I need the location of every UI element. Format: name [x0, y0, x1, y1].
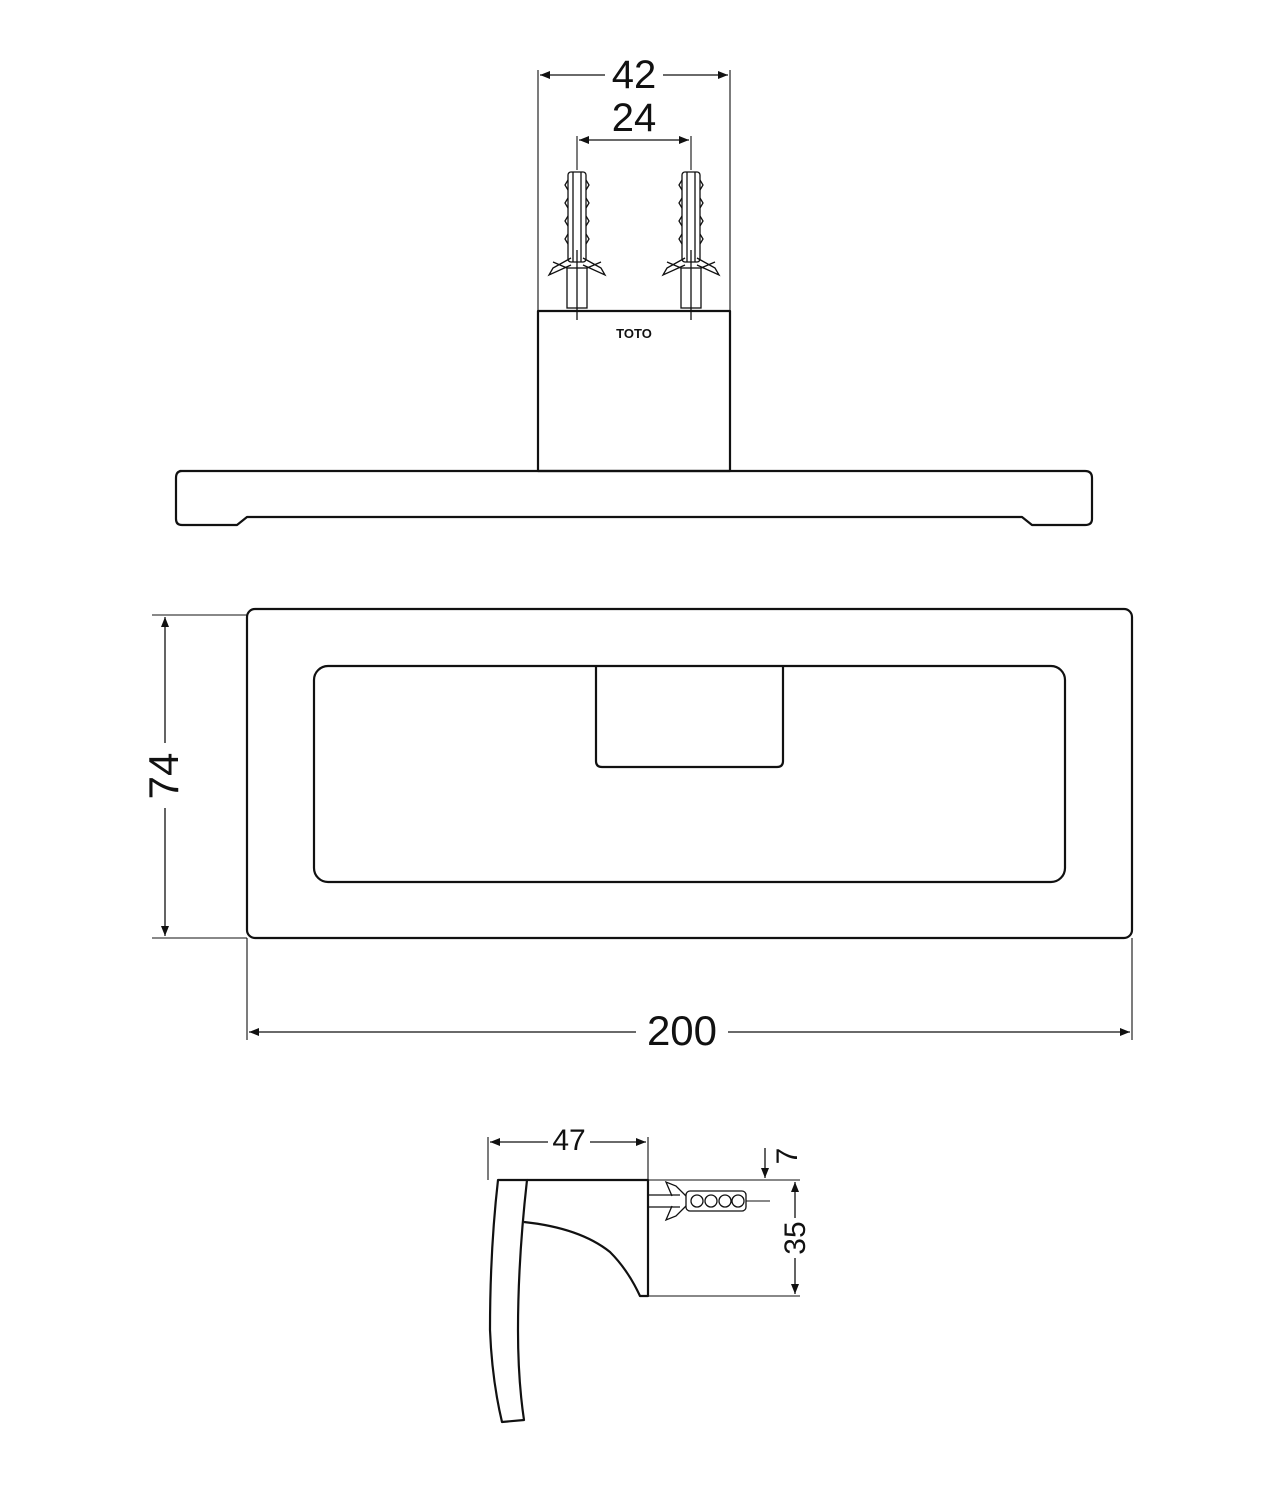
- dim-label-42: 42: [612, 53, 657, 97]
- dim-label-47: 47: [552, 1124, 585, 1157]
- wall-anchor-right: [661, 171, 721, 320]
- ring-bar-top: [174, 469, 1094, 527]
- side-view: 47 7 35: [487, 1124, 812, 1424]
- wall-anchor-side: [648, 1180, 747, 1222]
- mount-bracket-front: [594, 666, 785, 769]
- ring-bar-side: [488, 1178, 529, 1424]
- wall-anchor-left: [547, 171, 607, 320]
- dim-label-24: 24: [612, 96, 657, 140]
- dim-label-7: 7: [771, 1148, 804, 1165]
- dim-label-35: 35: [779, 1221, 812, 1254]
- front-view: 74 200: [140, 607, 1134, 1054]
- brand-logo: TOTO: [616, 326, 652, 341]
- dim-label-200: 200: [647, 1007, 717, 1054]
- ring-outer-frame: [245, 607, 1134, 940]
- wall-mount-block: [536, 309, 732, 473]
- dim-label-74: 74: [140, 753, 187, 800]
- bracket-arm-side: [523, 1178, 650, 1298]
- top-view: 42 24: [174, 53, 1094, 527]
- ring-inner-opening: [312, 664, 1067, 884]
